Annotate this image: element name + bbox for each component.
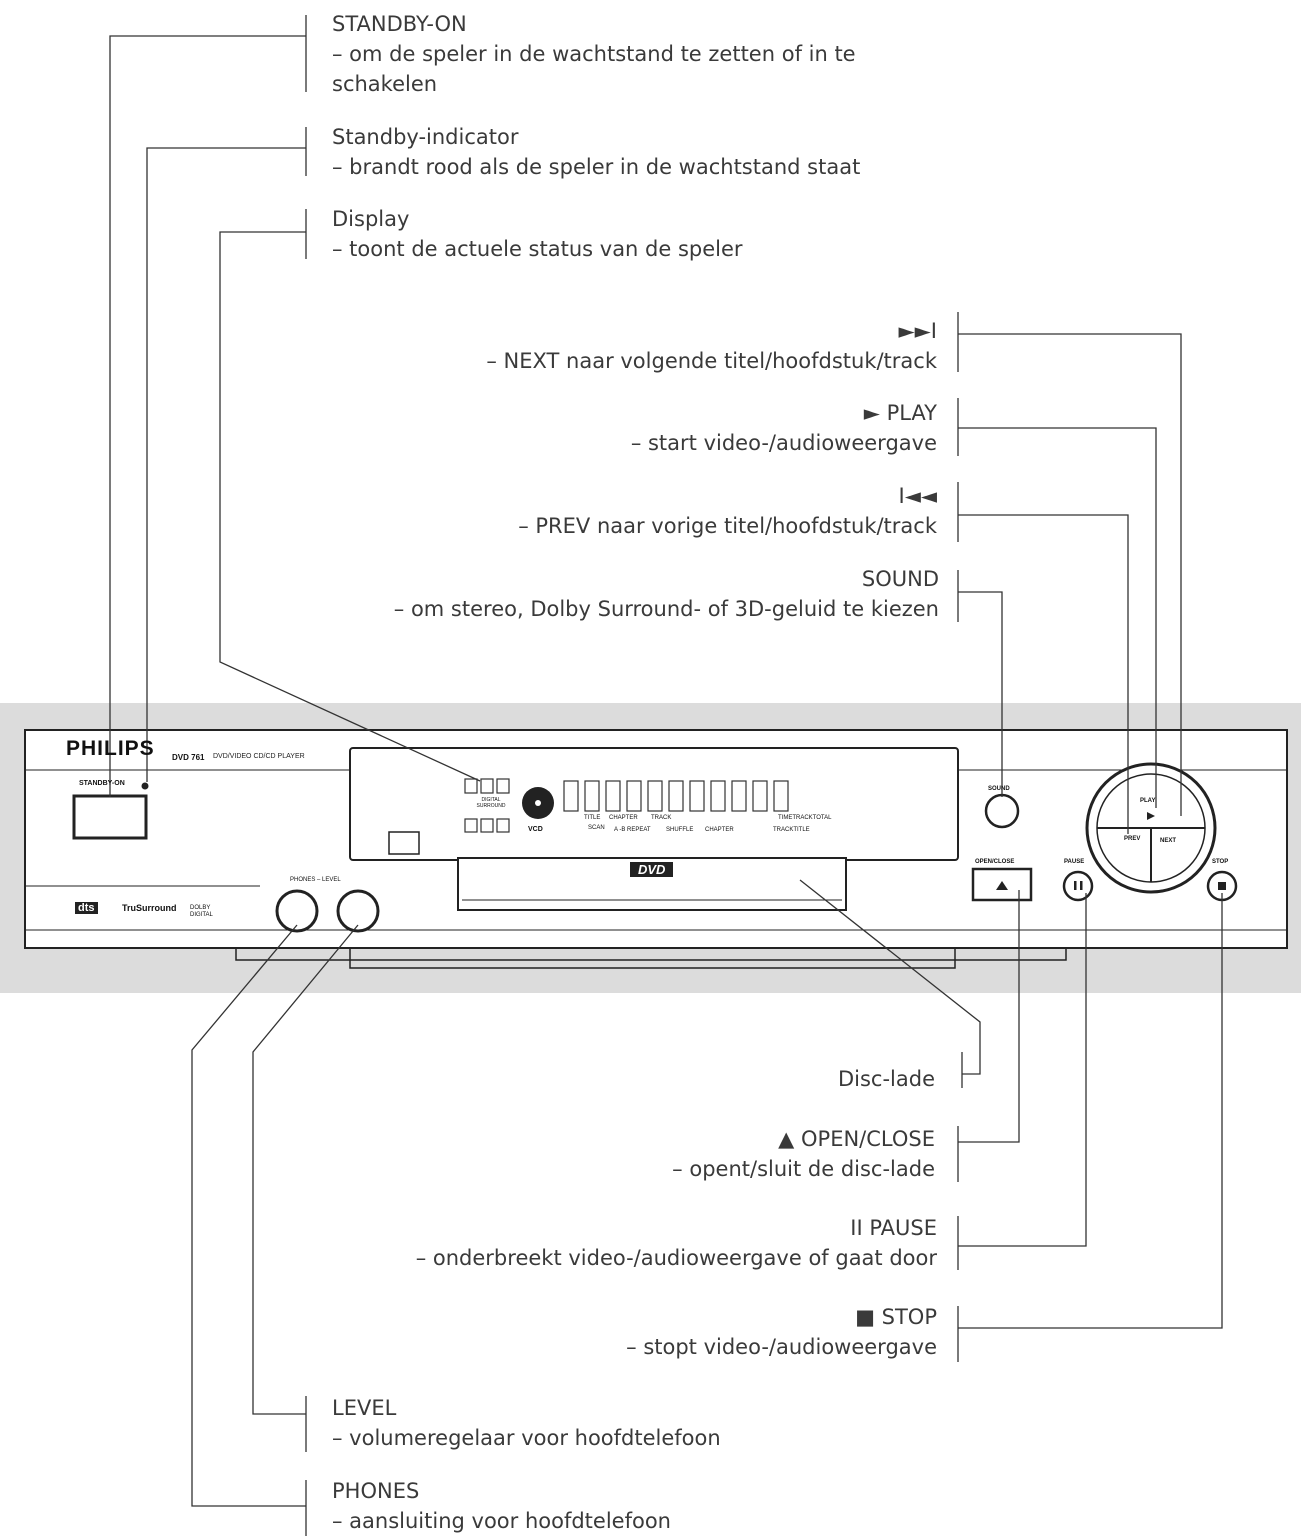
sound-button[interactable] (986, 795, 1018, 827)
callout-title: ▲ OPEN/CLOSE (778, 1127, 935, 1151)
callout-prev: I◄◄ – PREV naar vorige titel/hoofdstuk/t… (518, 481, 937, 541)
dvd-logo: DVD (630, 862, 674, 877)
callout-description: – NEXT naar volgende titel/hoofdstuk/tra… (486, 349, 937, 373)
callout-sound: SOUND – om stereo, Dolby Surround- of 3D… (394, 564, 939, 624)
pause-button-label: PAUSE (1064, 859, 1085, 865)
display-time-track-total: TIMETRACKTOTAL (778, 815, 832, 821)
callout-description: – onderbreekt video-/audioweergave of ga… (415, 1246, 937, 1270)
play-button-label: PLAY (1140, 798, 1156, 804)
callout-description: – om de speler in de wachtstand te zette… (332, 42, 856, 66)
play-button[interactable] (1110, 788, 1192, 828)
next-button[interactable] (1152, 830, 1198, 874)
disc-tray[interactable] (458, 858, 846, 910)
callout-description: – om stereo, Dolby Surround- of 3D-gelui… (393, 597, 939, 621)
callout-description: – volumeregelaar voor hoofdtelefoon (332, 1426, 721, 1450)
display-vcd: VCD (528, 826, 543, 833)
callout-display: Display – toont de actuele status van de… (332, 204, 743, 264)
pause-button[interactable] (1064, 872, 1092, 900)
callout-description: – aansluiting voor hoofdtelefoon (332, 1509, 671, 1533)
display-ab-repeat: A -B REPEAT (614, 827, 651, 833)
dvd-player-front-panel (24, 729, 1288, 969)
dolby-digital-logo: DOLBY DIGITAL (190, 905, 213, 918)
display-title: TITLE (584, 815, 601, 821)
display-track: TRACK (651, 815, 672, 821)
callout-description: – toont de actuele status van de speler (332, 237, 743, 261)
callout-title: I◄◄ (898, 484, 938, 508)
display-scan: SCAN (588, 825, 605, 831)
callout-description: schakelen (332, 72, 438, 96)
callout-title: Display (332, 207, 410, 231)
callout-stop: ■ STOP – stopt video-/audioweergave (626, 1302, 937, 1362)
callout-title: II PAUSE (850, 1216, 937, 1240)
callout-description: – stopt video-/audioweergave (626, 1335, 937, 1359)
open-close-button[interactable] (973, 869, 1031, 900)
display-chapter-bottom: CHAPTER (705, 827, 734, 833)
open-close-button-label: OPEN/CLOSE (975, 859, 1015, 865)
callout-title: PHONES (332, 1479, 420, 1503)
callout-title: ►►I (898, 319, 938, 343)
next-button-label: NEXT (1160, 838, 1177, 844)
prev-button[interactable] (1104, 830, 1150, 874)
stop-button[interactable] (1208, 872, 1236, 900)
display-shuffle: SHUFFLE (666, 827, 694, 833)
callout-lines (109, 15, 1223, 1536)
segment-display (464, 778, 789, 833)
display-track-title: TRACKTITLE (773, 827, 810, 833)
standby-on-button-label: STANDBY-ON (79, 780, 125, 787)
callout-pause: II PAUSE – onderbreekt video-/audioweerg… (416, 1213, 937, 1273)
callout-phones: PHONES – aansluiting voor hoofdtelefoon (332, 1476, 671, 1536)
sound-button-label: SOUND (988, 786, 1010, 792)
callout-standby-indicator: Standby-indicator – brandt rood als de s… (332, 122, 860, 182)
brand-logo: PHILIPS (66, 737, 155, 760)
callout-description: – opent/sluit de disc-lade (672, 1157, 935, 1181)
callout-disc-tray: Disc-lade (838, 1064, 935, 1094)
callout-description: – brandt rood als de speler in de wachts… (332, 155, 861, 179)
callout-play: ► PLAY – start video-/audioweergave (631, 398, 937, 458)
callout-description: – PREV naar vorige titel/hoofdstuk/track (518, 514, 937, 538)
level-knob[interactable] (338, 891, 378, 931)
callout-title: ■ STOP (855, 1305, 937, 1329)
callout-next: ►►I – NEXT naar volgende titel/hoofdstuk… (486, 316, 937, 376)
callout-standby-on: STANDBY-ON – om de speler in de wachtsta… (332, 9, 856, 99)
prev-button-label: PREV (1124, 836, 1141, 842)
dts-logo: dts (75, 902, 98, 914)
callout-title: SOUND (861, 567, 939, 591)
phones-jack[interactable] (277, 891, 317, 931)
stop-button-label: STOP (1212, 859, 1229, 865)
callout-description: – start video-/audioweergave (630, 431, 937, 455)
phones-level-label: PHONES – LEVEL (290, 877, 341, 883)
model-number: DVD 761 (172, 753, 205, 762)
callout-title: ► PLAY (863, 401, 937, 425)
callout-title: Disc-lade (837, 1067, 935, 1091)
callout-level: LEVEL – volumeregelaar voor hoofdtelefoo… (332, 1393, 721, 1453)
callout-title: STANDBY-ON (332, 12, 467, 36)
callout-title: LEVEL (332, 1396, 397, 1420)
callout-title: Standby-indicator (332, 125, 519, 149)
display-digital-surround: DIGITAL SURROUND (476, 797, 506, 809)
model-description: DVD/VIDEO CD/CD PLAYER (213, 753, 305, 760)
trusurround-logo: TruSurround (122, 903, 177, 913)
display-chapter-top: CHAPTER (609, 815, 638, 821)
standby-on-button[interactable] (74, 796, 146, 838)
callout-open-close: ▲ OPEN/CLOSE – opent/sluit de disc-lade (672, 1124, 935, 1184)
